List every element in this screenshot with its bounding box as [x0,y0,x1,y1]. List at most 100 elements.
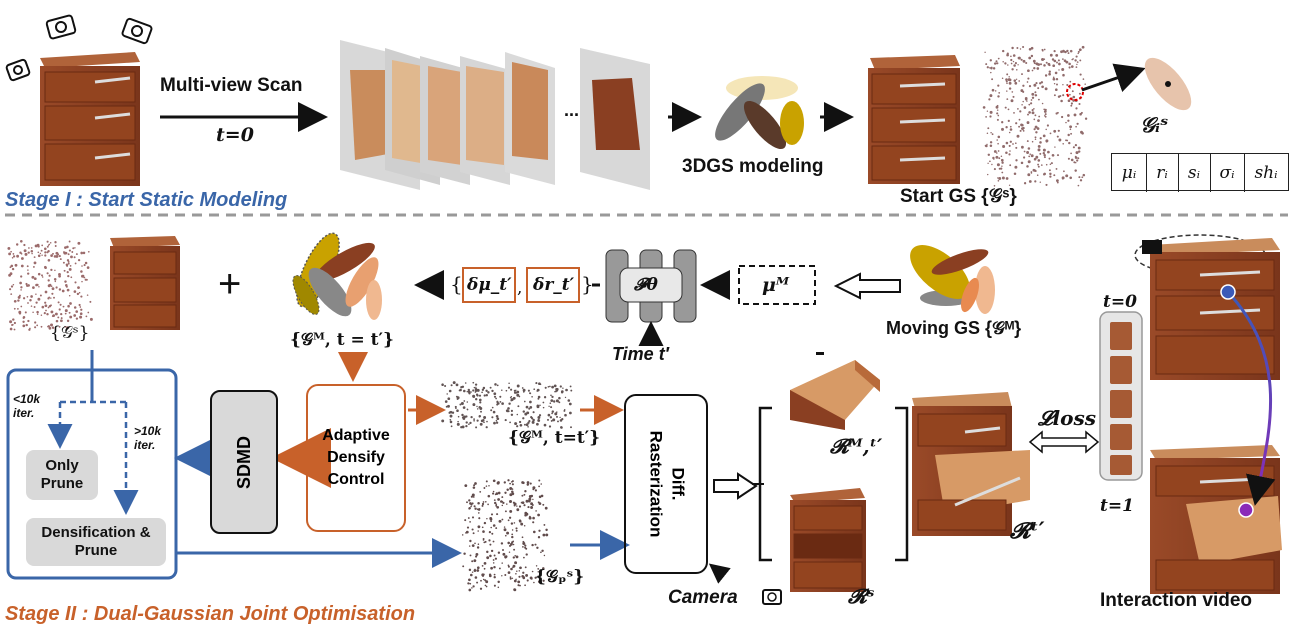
point [532,418,535,422]
point [497,551,501,554]
point [1043,156,1046,159]
point [529,406,533,409]
point [1010,55,1012,58]
point [519,566,522,570]
point [989,110,993,114]
point [66,319,70,323]
point [559,416,561,419]
point [470,391,472,393]
point [1076,63,1078,66]
point [1013,172,1017,176]
point [1053,50,1056,53]
point [493,554,496,557]
point [1053,59,1057,63]
point [1009,125,1012,128]
point [502,501,505,505]
point [47,306,50,309]
point [536,390,539,392]
point [75,310,79,313]
point [1067,119,1070,122]
point [530,506,534,509]
point [461,534,464,536]
point [10,285,14,288]
point [477,525,481,529]
point [20,257,24,260]
point [1062,58,1064,60]
point [1008,184,1011,187]
point [457,420,459,423]
point [1045,128,1047,131]
point [504,491,507,494]
point [1076,122,1079,125]
point [1026,165,1029,168]
point [1013,55,1016,57]
point [1034,94,1037,97]
point [567,399,571,402]
point [1030,54,1034,58]
point [485,480,488,483]
point [528,515,531,518]
point [467,390,471,394]
point [1030,154,1034,158]
point [1072,99,1075,102]
point [513,522,516,524]
point [1008,76,1010,78]
point [997,177,999,179]
point [1032,59,1036,63]
point [1028,155,1031,158]
point [515,422,518,425]
point [1038,115,1041,118]
rasterization-box: Diff. Rasterization [624,394,708,574]
point [985,63,988,66]
point [1045,183,1048,186]
point [522,391,525,393]
point [987,162,989,165]
point [1037,148,1041,152]
point [1070,104,1073,107]
cabinet-icon [40,52,140,186]
point [984,51,986,54]
point [11,267,15,271]
point [1006,98,1009,101]
point [472,585,475,588]
point [58,272,61,276]
point [1037,98,1040,101]
point [489,517,493,521]
point [488,484,490,487]
point [997,150,1000,152]
point [1052,64,1056,68]
point [482,573,485,576]
point [1058,69,1060,71]
point [23,249,27,253]
point [516,508,520,512]
point [1021,145,1024,149]
point [476,569,480,572]
point [542,533,546,537]
point [465,421,468,424]
point [503,526,506,528]
point [526,579,529,582]
point [17,308,19,310]
point [67,304,70,308]
point [997,114,1000,117]
point [477,530,479,532]
point [993,62,997,65]
point [1043,64,1046,67]
point [1034,180,1037,183]
point [1036,174,1039,176]
camera-label: Camera [668,587,738,608]
point [507,386,511,389]
point [493,421,496,425]
point [474,507,477,510]
point [80,251,84,255]
point [1048,70,1051,73]
point [1062,49,1065,53]
point [1035,155,1039,159]
point [534,576,537,579]
point [526,483,530,486]
point [557,420,559,423]
point [522,542,526,545]
point [1067,157,1070,160]
point [1009,128,1013,131]
point [1012,143,1014,145]
